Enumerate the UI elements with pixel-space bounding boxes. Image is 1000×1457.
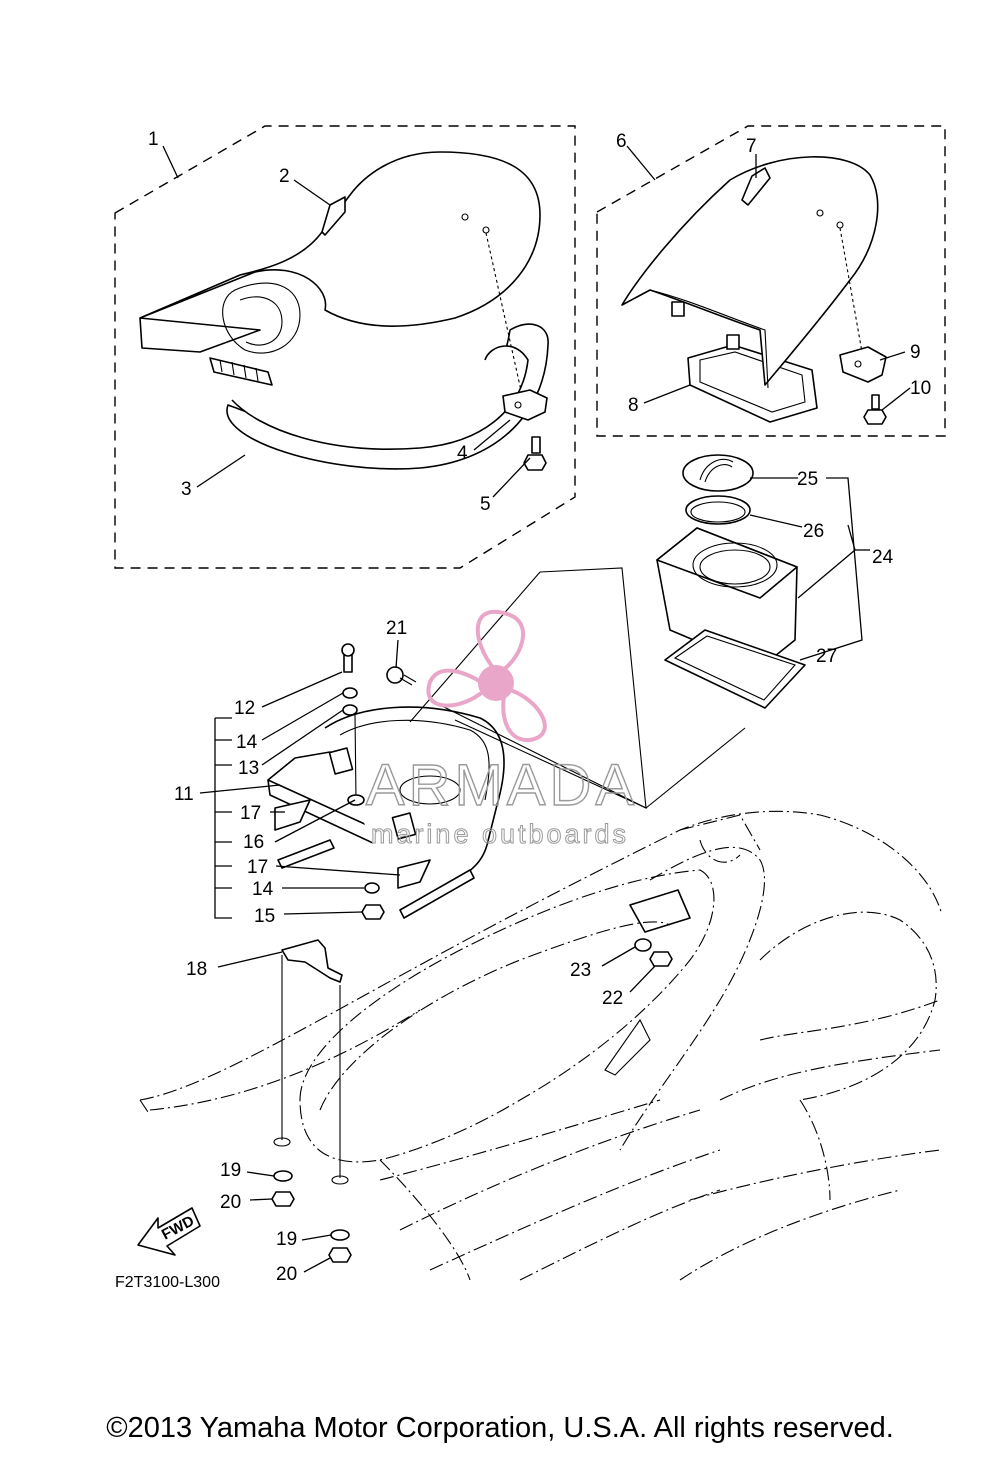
bracket-assembly-drawing (267, 643, 505, 920)
front-seat-drawing (139, 151, 549, 471)
nut-22-23-drawing (629, 889, 691, 967)
part-label: 3 (181, 479, 192, 500)
part-label: 14 (236, 732, 258, 753)
propeller-hub (478, 665, 514, 701)
part-label: 17 (240, 803, 261, 824)
propeller-blade (475, 609, 526, 674)
part-label: 5 (480, 494, 491, 515)
part-label: 12 (234, 698, 255, 719)
storage-box-drawing (656, 454, 806, 709)
part-number-labels: 1 2 3 4 5 6 7 8 9 10 11 12 13 14 14 15 1… (148, 129, 931, 1285)
propeller-blade (426, 668, 487, 708)
fwd-arrow-icon: FWD (137, 1207, 201, 1256)
part-label: 10 (910, 378, 931, 399)
part-label: 8 (628, 395, 639, 416)
part-label: 21 (386, 618, 407, 639)
part-label: 4 (457, 443, 468, 464)
front-seat-group-box (114, 125, 576, 569)
part-label: 17 (247, 857, 268, 878)
part-label: 1 (148, 129, 159, 150)
part-label: 27 (816, 646, 837, 667)
rear-seat-drawing (621, 156, 887, 425)
part-label: 14 (252, 879, 274, 900)
part-label: 16 (243, 832, 264, 853)
part-label: 13 (238, 758, 259, 779)
hull-outline (139, 810, 943, 1281)
part-label: 19 (276, 1229, 297, 1250)
part-label: 11 (174, 784, 194, 805)
part-label: 19 (220, 1160, 241, 1181)
part-label: 6 (616, 131, 627, 152)
part-label: 25 (797, 469, 818, 490)
part-label: 22 (602, 988, 623, 1009)
part-label: 9 (910, 342, 921, 363)
part-label: 26 (803, 521, 824, 542)
diagram-code: F2T3100-L300 (115, 1274, 220, 1291)
bracket-18-drawing (271, 939, 352, 1263)
rear-seat-group-box (596, 125, 946, 437)
propeller-blade (501, 688, 547, 743)
part-label: 20 (276, 1264, 297, 1285)
watermark-tagline: marine outboards (371, 819, 629, 849)
part-label: 2 (279, 166, 290, 187)
part-label: 24 (872, 547, 894, 568)
copyright-footer: ©2013 Yamaha Motor Corporation, U.S.A. A… (106, 1412, 894, 1444)
armada-watermark-logo (426, 609, 547, 743)
part-label: 23 (570, 960, 591, 981)
part-label: 18 (186, 959, 207, 980)
part-label: 15 (254, 906, 275, 927)
watermark-brand: ARMADA (366, 753, 638, 818)
part-label: 20 (220, 1192, 241, 1213)
part-label: 7 (746, 136, 757, 157)
